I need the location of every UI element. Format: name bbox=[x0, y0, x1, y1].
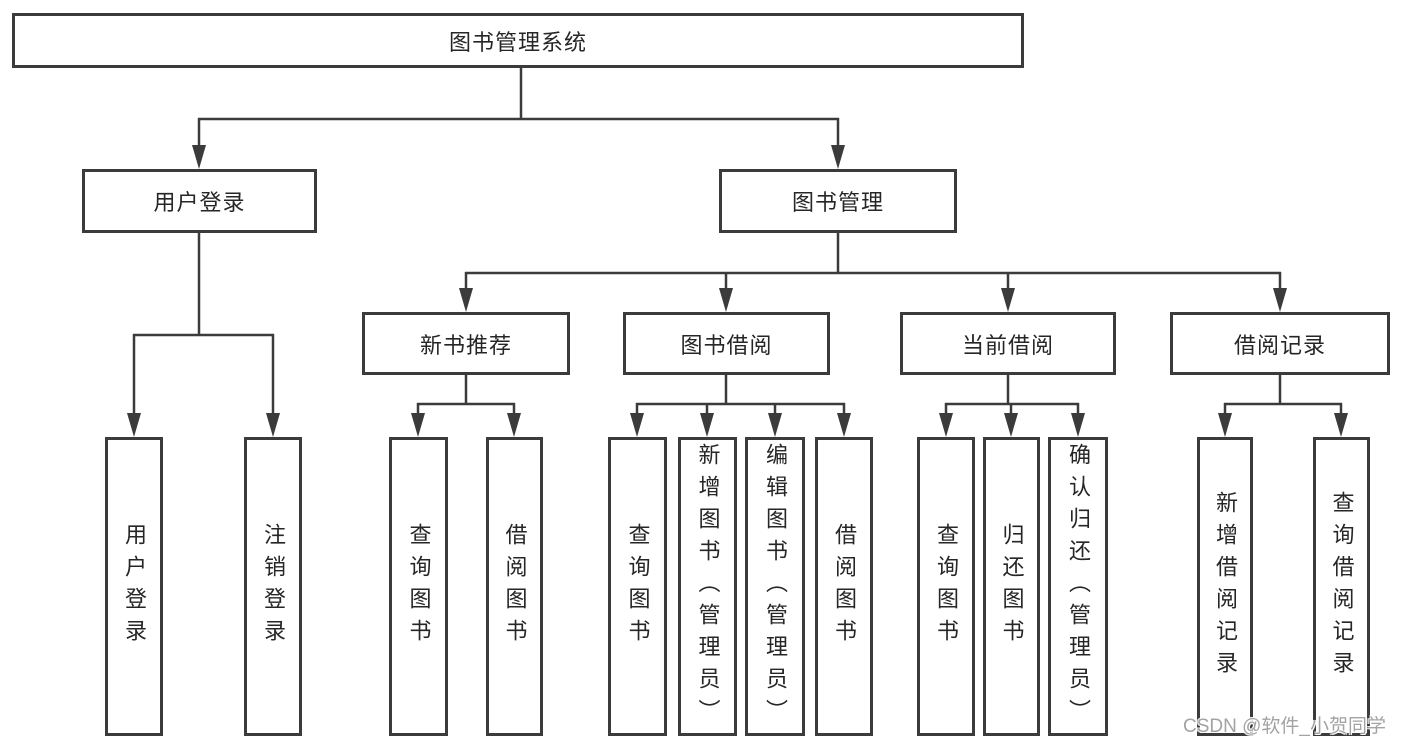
leaf-borrow-books: 借阅图书 bbox=[815, 437, 873, 736]
leaf-return-books: 归还图书 bbox=[983, 437, 1040, 736]
node-current-borrowing: 当前借阅 bbox=[900, 312, 1116, 375]
node-new-book-recommendation: 新书推荐 bbox=[362, 312, 570, 375]
arrowheads bbox=[127, 145, 1348, 437]
node-label: 用户登录 bbox=[153, 190, 246, 215]
node-label: 查询图书 bbox=[406, 522, 432, 651]
leaf-logout: 注销登录 bbox=[244, 437, 302, 736]
csdn-watermark: CSDN @软件_小贺同学 bbox=[1183, 716, 1386, 737]
node-label: 借阅图书 bbox=[832, 522, 857, 651]
node-label: 图书管理系统 bbox=[448, 29, 587, 55]
node-label: 注销登录 bbox=[261, 522, 286, 651]
node-label: 确认归还（管理员） bbox=[1066, 442, 1091, 731]
node-label: 当前借阅 bbox=[961, 332, 1054, 358]
leaf-confirm-return-admin: 确认归还（管理员） bbox=[1048, 437, 1108, 736]
node-label: 归还图书 bbox=[999, 522, 1025, 651]
node-borrowing-records: 借阅记录 bbox=[1170, 312, 1390, 375]
node-book-borrowing: 图书借阅 bbox=[623, 312, 830, 375]
leaf-query-borrow-record: 查询借阅记录 bbox=[1313, 437, 1370, 736]
node-label: 借阅记录 bbox=[1233, 332, 1326, 358]
leaf-borrow-books-recommend: 借阅图书 bbox=[486, 437, 543, 736]
node-label: 借阅图书 bbox=[502, 522, 528, 651]
leaf-query-books-borrowing: 查询图书 bbox=[608, 437, 667, 736]
leaf-query-books-current: 查询图书 bbox=[917, 437, 975, 736]
node-label: 编辑图书（管理员） bbox=[763, 442, 788, 731]
node-label: 新书推荐 bbox=[419, 332, 512, 358]
node-label: 图书管理 bbox=[791, 190, 884, 215]
node-book-management-module: 图书管理 bbox=[719, 169, 957, 233]
node-library-management-system: 图书管理系统 bbox=[12, 13, 1024, 68]
leaf-edit-books-admin: 编辑图书（管理员） bbox=[745, 437, 805, 736]
node-label: 查询借阅记录 bbox=[1329, 490, 1355, 683]
node-label: 新增借阅记录 bbox=[1213, 490, 1238, 683]
leaf-add-books-admin: 新增图书（管理员） bbox=[678, 437, 737, 736]
leaf-query-books-recommend: 查询图书 bbox=[389, 437, 448, 736]
node-user-login-module: 用户登录 bbox=[82, 169, 317, 233]
leaf-user-login: 用户登录 bbox=[105, 437, 163, 736]
node-label: 用户登录 bbox=[122, 522, 147, 651]
node-label: 新增图书（管理员） bbox=[695, 442, 721, 731]
leaf-add-borrow-record: 新增借阅记录 bbox=[1197, 437, 1253, 736]
node-label: 图书借阅 bbox=[680, 332, 773, 358]
node-label: 查询图书 bbox=[625, 522, 651, 651]
node-label: 查询图书 bbox=[934, 522, 959, 651]
